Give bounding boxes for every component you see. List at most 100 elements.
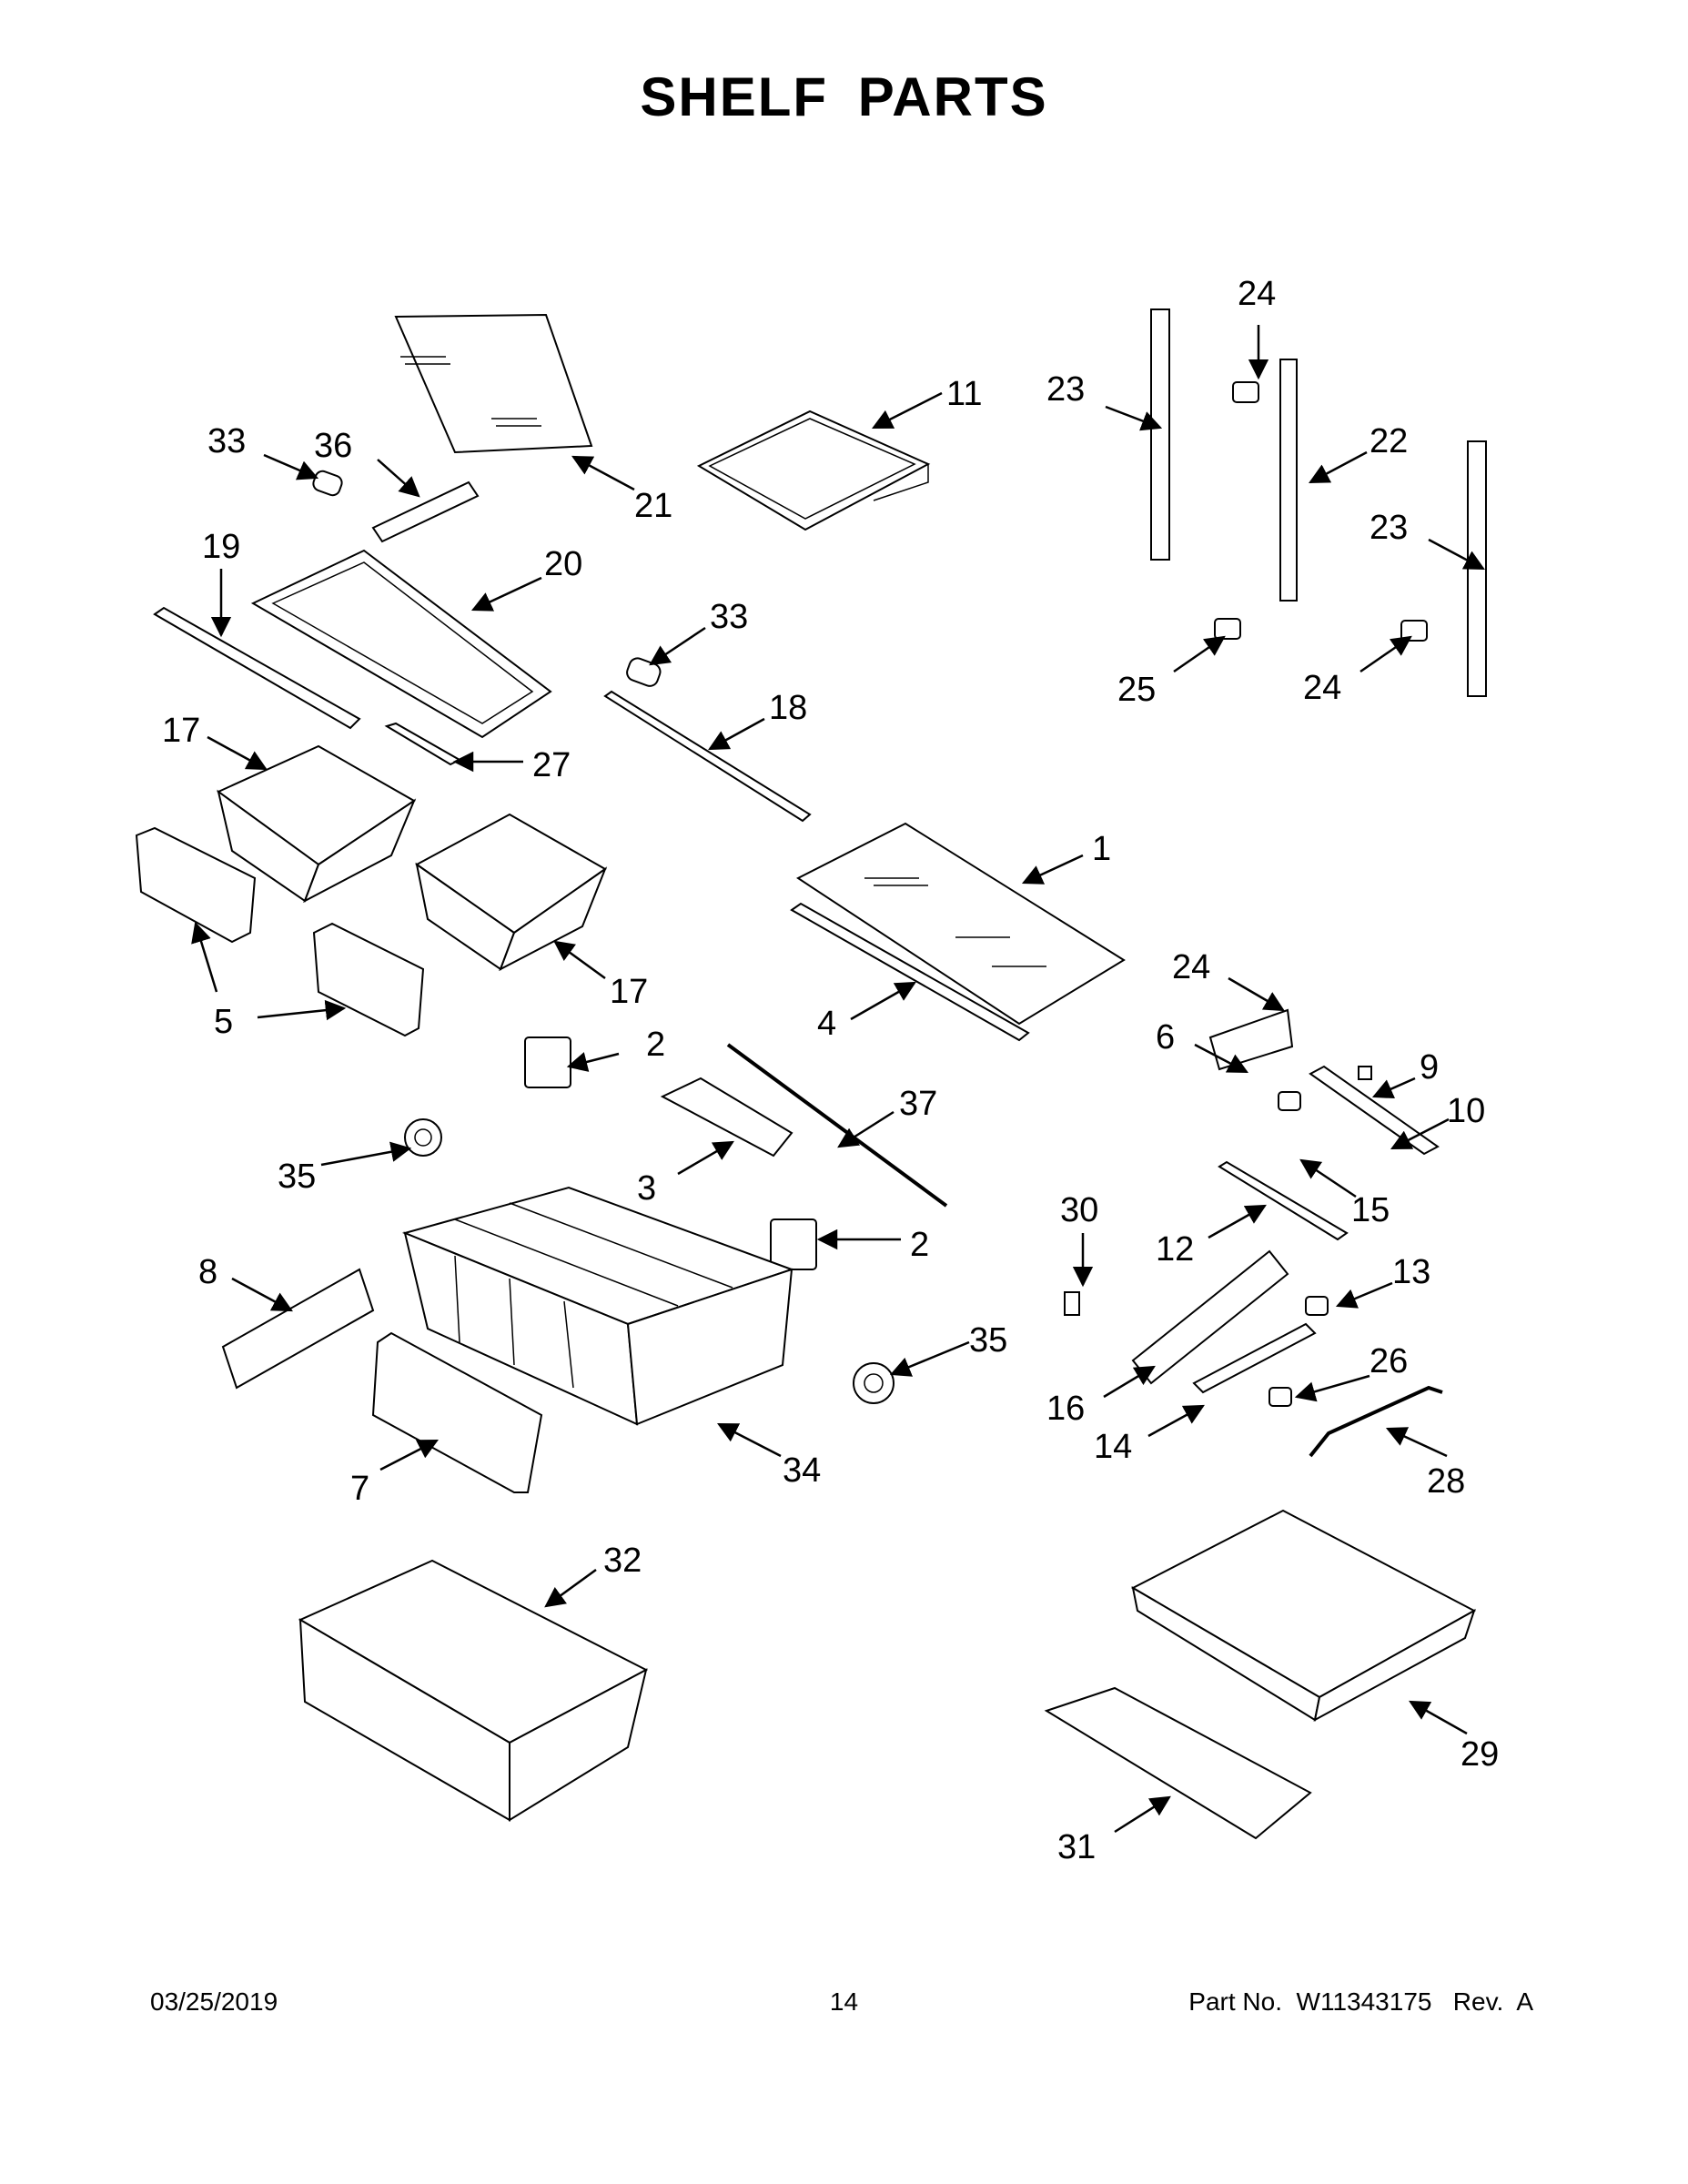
leader-34 [716,1422,782,1458]
cover-2-lower [770,1218,817,1270]
divider-8 [221,1268,375,1390]
glass-shelf-21 [394,313,593,454]
pan-29 [1130,1509,1477,1722]
callout-20: 20 [544,545,582,583]
slide-rail-36 [371,480,480,543]
leader-5-lower [257,999,347,1021]
callout-10: 10 [1447,1092,1485,1130]
trim-19 [153,606,361,730]
gear-35-lower [853,1362,895,1404]
ladder-22 [1279,359,1298,602]
divider-7 [371,1331,543,1493]
screw-25 [1214,618,1241,640]
gear-35-upper [404,1118,442,1157]
shelf-trim-4 [790,902,1030,1042]
bar-14 [1192,1322,1317,1394]
leader-4 [850,981,916,1021]
callout-19: 19 [202,528,240,566]
rod-37 [726,1043,948,1208]
leader-36 [377,459,420,498]
callout-18: 18 [769,689,807,727]
screw-13 [1305,1296,1329,1316]
cover-2-upper [524,1036,571,1088]
callout-29: 29 [1461,1735,1499,1774]
callout-13: 13 [1392,1253,1430,1291]
leader-5-upper [191,921,218,993]
callout-34: 34 [783,1451,821,1490]
trim-31 [1044,1686,1312,1840]
callout-6: 6 [1156,1018,1175,1057]
leader-9 [1371,1077,1416,1099]
leader-32 [544,1568,597,1608]
callout-8: 8 [198,1253,217,1291]
leader-29 [1409,1700,1468,1735]
bar-12 [1218,1160,1349,1241]
leader-16 [1103,1365,1156,1399]
callout-24-right: 24 [1303,669,1341,707]
callout-17-right: 17 [610,973,648,1011]
leader-35-lower [889,1340,970,1377]
callout-21: 21 [634,487,672,525]
callout-12: 12 [1156,1230,1194,1269]
leader-21 [571,455,635,491]
callout-3: 3 [637,1169,656,1208]
leader-8 [231,1277,293,1312]
callout-22: 22 [1370,422,1408,460]
callout-4: 4 [817,1005,836,1043]
callout-23-right: 23 [1370,509,1408,547]
screw-26 [1269,1387,1292,1407]
glass-shelf-1 [796,822,1126,1026]
leader-22 [1309,450,1368,484]
leader-3 [677,1140,734,1176]
callout-23-left: 23 [1046,370,1085,409]
callout-26: 26 [1370,1342,1408,1380]
cap-33-upper [312,470,343,497]
leader-23-right [1428,538,1485,571]
leader-17-right [553,940,606,980]
callout-9: 9 [1420,1048,1439,1087]
shelf-frame-20 [250,549,552,739]
leader-26 [1294,1374,1370,1402]
callout-7: 7 [350,1470,369,1508]
callout-27: 27 [532,746,571,784]
callout-33-upper: 33 [207,422,246,460]
callout-35-upper: 35 [278,1158,316,1196]
footer-date: 03/25/2019 [150,1987,278,2016]
leader-14 [1147,1404,1205,1438]
callout-1: 1 [1092,830,1111,868]
callout-2-lower: 2 [910,1226,929,1264]
page-title: SHELF PARTS [640,66,1048,127]
callout-28: 28 [1427,1462,1465,1501]
callout-labels: 21 11 33 36 20 19 33 18 27 17 17 5 1 4 2… [162,275,1499,1866]
callout-2-upper: 2 [646,1026,665,1064]
leader-17-left [207,735,268,771]
footer-part-number: Part No. W11343175 Rev. A [1188,1987,1533,2016]
crisper-bin-17-right [415,813,608,972]
leader-18 [708,717,765,751]
leader-25 [1173,635,1226,673]
leader-15 [1299,1158,1357,1198]
callout-5: 5 [214,1003,233,1041]
callout-30: 30 [1060,1191,1098,1229]
slide-out-shelf-11 [696,410,931,531]
leader-33-upper [263,453,319,480]
freezer-bin-32 [298,1559,649,1822]
leader-11 [871,391,943,430]
leader-10 [1390,1117,1450,1150]
leader-24-right [1359,635,1412,673]
callout-16: 16 [1046,1390,1085,1428]
callout-24-lower: 24 [1172,948,1210,986]
bin-handle-5-upper [135,826,257,944]
ladder-23-left [1150,308,1170,561]
leader-35-upper [320,1141,412,1167]
leader-2-upper [566,1052,620,1072]
leader-23-left [1105,405,1163,431]
leader-13 [1335,1281,1393,1309]
bracket-16 [1131,1249,1289,1385]
leader-12 [1208,1204,1267,1239]
screw-24-top [1232,381,1259,403]
callout-25: 25 [1117,671,1156,709]
callout-17-left: 17 [162,712,200,750]
callout-11: 11 [946,375,982,413]
leader-20 [470,576,542,612]
